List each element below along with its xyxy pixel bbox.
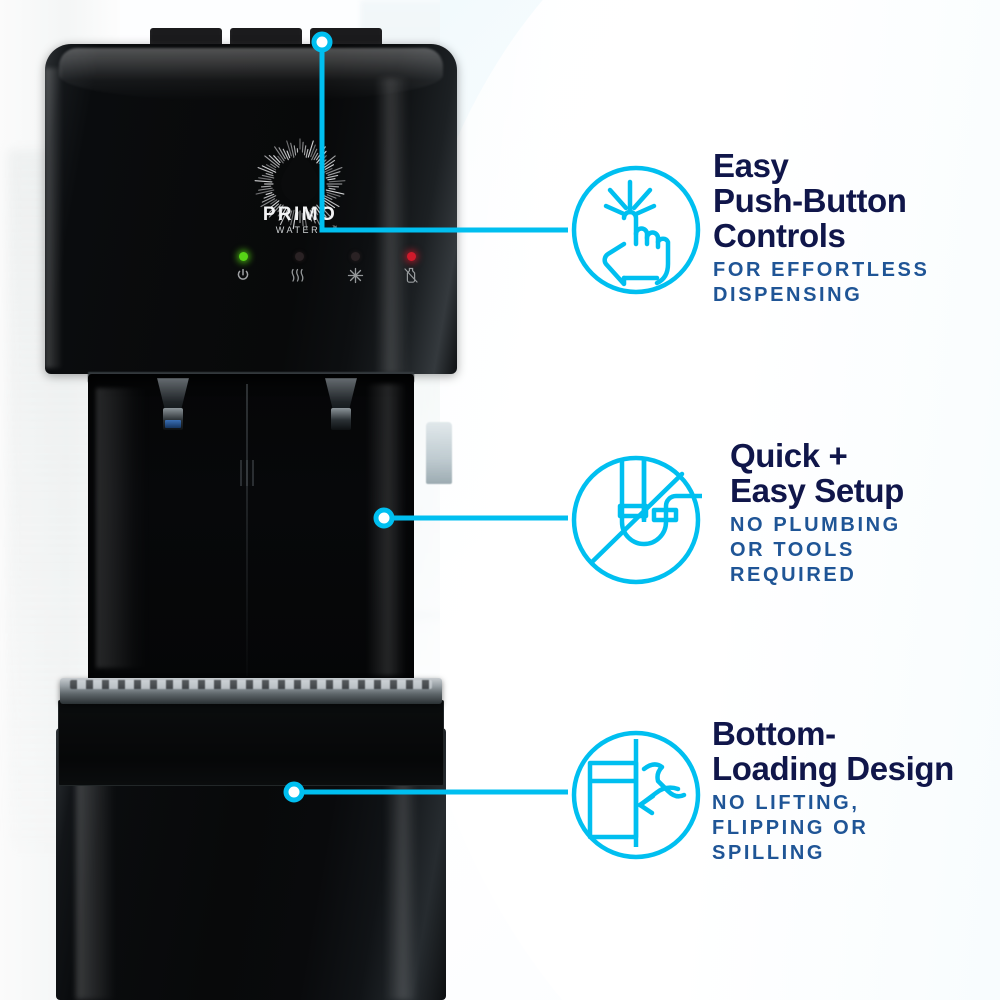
water-dispenser-product-image: PRIMO WATER ™ (40, 28, 460, 1000)
control-cold (338, 252, 372, 284)
callout-title: Quick + Easy Setup (730, 437, 904, 509)
callout-title: Bottom- Loading Design (712, 715, 954, 787)
control-empty-bottle (394, 252, 428, 284)
empty-bottle-led-red (406, 252, 416, 261)
logo-primo-text: PRIMO (263, 204, 337, 225)
cold-water-spout (318, 378, 364, 436)
control-power (226, 252, 260, 283)
hot-water-icon (291, 268, 304, 282)
spout-cone (325, 378, 357, 412)
hand-press-icon (571, 165, 701, 295)
callout-bottom-loading-design: Bottom- Loading Design NO LIFTING, FLIPP… (712, 716, 992, 866)
no-plumbing-icon (571, 455, 702, 585)
top-push-button-center (230, 28, 302, 46)
power-icon (237, 268, 249, 280)
cold-led (350, 252, 360, 261)
power-led-green (238, 252, 248, 261)
icon-circle-push-button-controls (566, 160, 706, 305)
icon-circle-quick-easy-setup (566, 450, 706, 595)
recess-center-seam (246, 384, 248, 676)
top-push-button-left (150, 28, 222, 46)
callout-subtitle: FOR EFFORTLESS DISPENSING (713, 259, 930, 306)
callout-title: Easy Push-Button Controls (713, 147, 907, 254)
spout-tip (163, 408, 183, 430)
recess-highlight-right (366, 384, 406, 676)
snowflake-icon (347, 267, 363, 284)
recess-highlight-left (96, 388, 150, 668)
logo-water-text: WATER (276, 225, 321, 235)
drip-tray-grate (70, 680, 432, 689)
hot-led (294, 252, 304, 261)
control-panel (190, 250, 418, 300)
logo-trademark-text: ™ (332, 225, 337, 231)
primo-water-logo: PRIMO WATER ™ (236, 132, 364, 240)
dispensing-recess (88, 374, 414, 684)
spout-tip (331, 408, 351, 430)
callout-subtitle: NO PLUMBING OR TOOLS REQUIRED (730, 514, 901, 586)
icon-circle-bottom-loading-design (566, 725, 706, 870)
callout-subtitle: NO LIFTING, FLIPPING OR SPILLING (712, 792, 869, 864)
dispenser-left-edge-highlight (45, 68, 63, 368)
drip-tray-front-panel (58, 700, 444, 786)
callout-quick-easy-setup: Quick + Easy Setup NO PLUMBING OR TOOLS … (730, 438, 1000, 588)
bottle-empty-icon (404, 267, 418, 283)
control-hot (282, 252, 316, 283)
hot-water-spout (150, 378, 196, 436)
callout-push-button-controls: Easy Push-Button Controls FOR EFFORTLESS… (713, 148, 983, 308)
recess-center-grip (240, 460, 254, 486)
reflected-bottle (426, 422, 452, 484)
spout-cone (157, 378, 189, 412)
bottom-load-icon (571, 730, 701, 860)
